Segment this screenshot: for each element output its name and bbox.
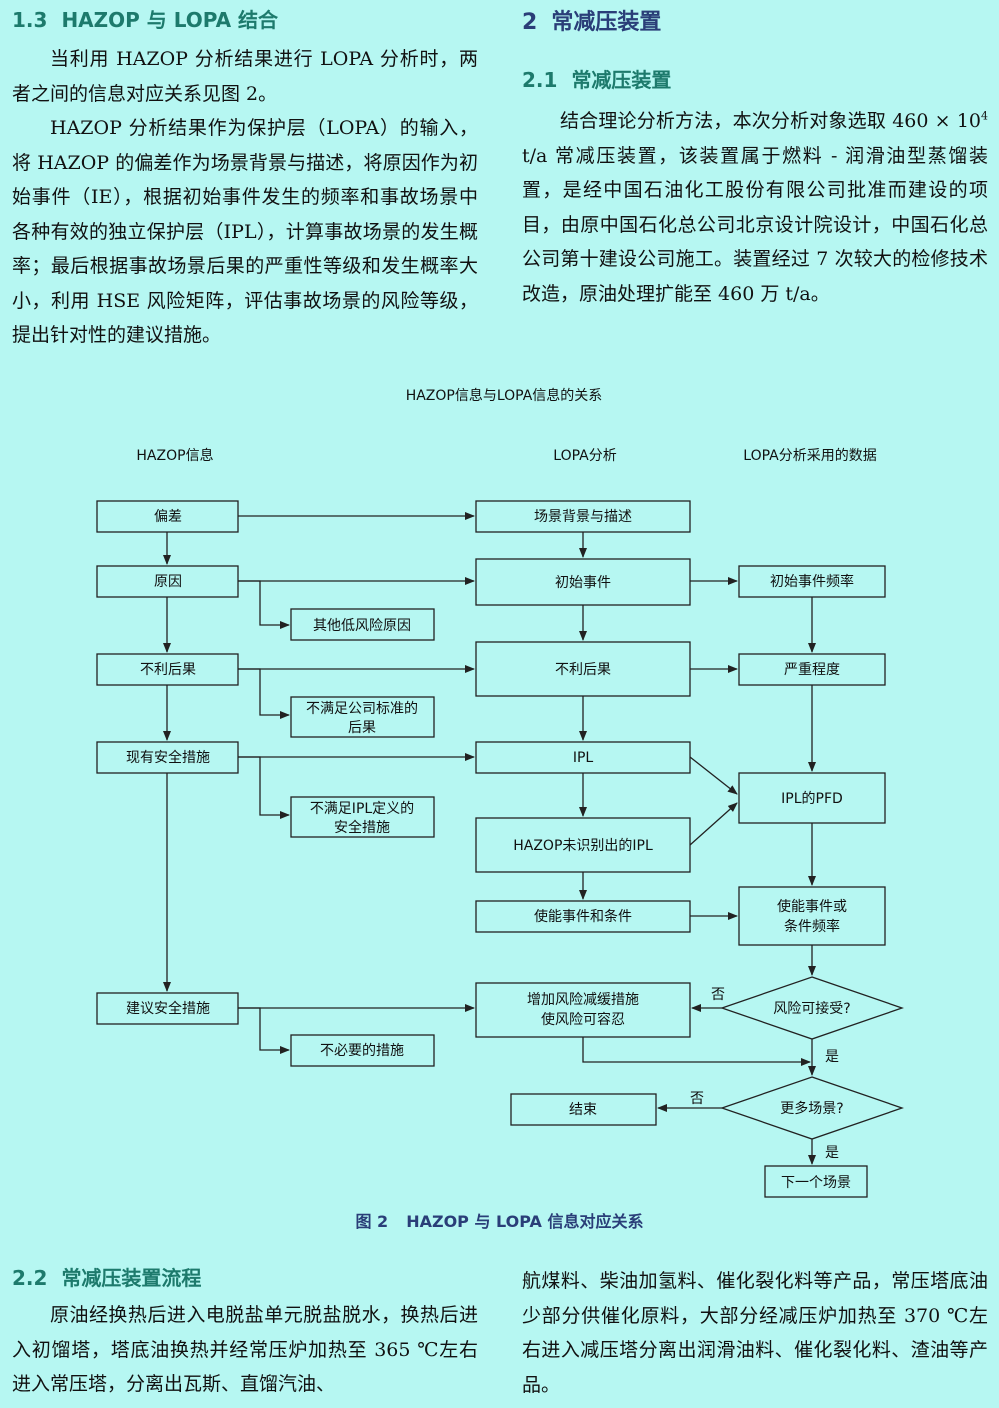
- label-ie-freq: 初始事件频率: [770, 573, 854, 590]
- label-enabling-freq-1: 使能事件或: [777, 898, 847, 915]
- label-more: 更多场景?: [780, 1100, 843, 1117]
- diagram-title: HAZOP信息与LOPA信息的关系: [406, 387, 603, 404]
- box-enabling-freq: [738, 886, 886, 946]
- label-safeguards: 现有安全措施: [126, 749, 210, 766]
- label-not-meet-std-2: 后果: [348, 720, 376, 736]
- label-acceptable: 风险可接受?: [773, 1000, 850, 1017]
- label-enabling-freq-2: 条件频率: [784, 918, 840, 935]
- label-lopa-consequence: 不利后果: [555, 662, 611, 678]
- box-unneeded: [290, 1034, 435, 1067]
- label-yes-1: 是: [825, 1049, 839, 1065]
- label-yes-2: 是: [825, 1145, 839, 1161]
- label-unneeded: 不必要的措施: [320, 1043, 404, 1059]
- box-not-meet-std: [290, 696, 435, 738]
- label-recommend: 建议安全措施: [126, 1000, 210, 1017]
- box-end: [510, 1093, 657, 1126]
- label-not-ipl-2: 安全措施: [334, 819, 390, 836]
- column-header-data: LOPA分析采用的数据: [743, 448, 876, 464]
- paragraph: 原油经换热后进入电脱盐单元脱盐脱水，换热后进入初馏塔，塔底油换热并经常压炉加热至…: [12, 1304, 478, 1395]
- label-no-1: 否: [711, 987, 725, 1003]
- section-body: 结合理论分析方法，本次分析对象选取 460 × 104 t/a 常减压装置，该装…: [522, 104, 988, 311]
- label-ipl: IPL: [573, 750, 594, 766]
- paragraph: 航煤料、柴油加氢料、催化裂化料等产品，常压塔底油少部分供催化原料，大部分经减压炉…: [522, 1270, 988, 1396]
- label-initiating: 初始事件: [555, 574, 611, 591]
- label-cause: 原因: [154, 574, 182, 590]
- paragraph: 当利用 HAZOP 分析结果进行 LOPA 分析时，两者之间的信息对应关系见图 …: [12, 48, 478, 105]
- column-header-lopa: LOPA分析: [553, 448, 616, 464]
- label-not-ipl-1: 不满足IPL定义的: [310, 801, 414, 817]
- box-not-ipl: [290, 796, 435, 838]
- label-severity: 严重程度: [784, 662, 840, 678]
- section-2-2-continued: 航煤料、柴油加氢料、催化裂化料等产品，常压塔底油少部分供催化原料，大部分经减压炉…: [522, 1264, 988, 1402]
- label-enabling: 使能事件和条件: [534, 908, 632, 925]
- label-next: 下一个场景: [781, 1175, 851, 1191]
- label-end: 结束: [569, 1102, 597, 1118]
- label-mitigation-2: 使风险可容忍: [541, 1011, 625, 1028]
- section-body: 原油经换热后进入电脱盐单元脱盐脱水，换热后进入初馏塔，塔底油换热并经常压炉加热至…: [12, 1298, 478, 1402]
- box-low-risk: [290, 608, 435, 641]
- section-body: 当利用 HAZOP 分析结果进行 LOPA 分析时，两者之间的信息对应关系见图 …: [12, 42, 478, 353]
- label-deviation: 偏差: [154, 509, 182, 525]
- hazop-lopa-diagram: HAZOP信息与LOPA信息的关系 HAZOP信息 LOPA分析 LOPA分析采…: [96, 387, 904, 1198]
- label-unidentified-ipl: HAZOP未识别出的IPL: [513, 838, 653, 854]
- label-not-meet-std-1: 不满足公司标准的: [306, 701, 418, 717]
- label-mitigation-1: 增加风险减缓措施: [527, 992, 639, 1008]
- label-consequence: 不利后果: [140, 662, 196, 678]
- paragraph: 结合理论分析方法，本次分析对象选取 460 × 104 t/a 常减压装置，该装…: [522, 109, 988, 305]
- label-no-2: 否: [690, 1091, 704, 1107]
- label-low-risk: 其他低风险原因: [313, 618, 411, 634]
- column-header-hazop: HAZOP信息: [136, 447, 213, 464]
- label-ipl-pfd: IPL的PFD: [781, 791, 843, 807]
- paragraph: HAZOP 分析结果作为保护层（LOPA）的输入，将 HAZOP 的偏差作为场景…: [12, 117, 478, 346]
- label-scenario: 场景背景与描述: [534, 509, 632, 525]
- box-next: [764, 1165, 868, 1198]
